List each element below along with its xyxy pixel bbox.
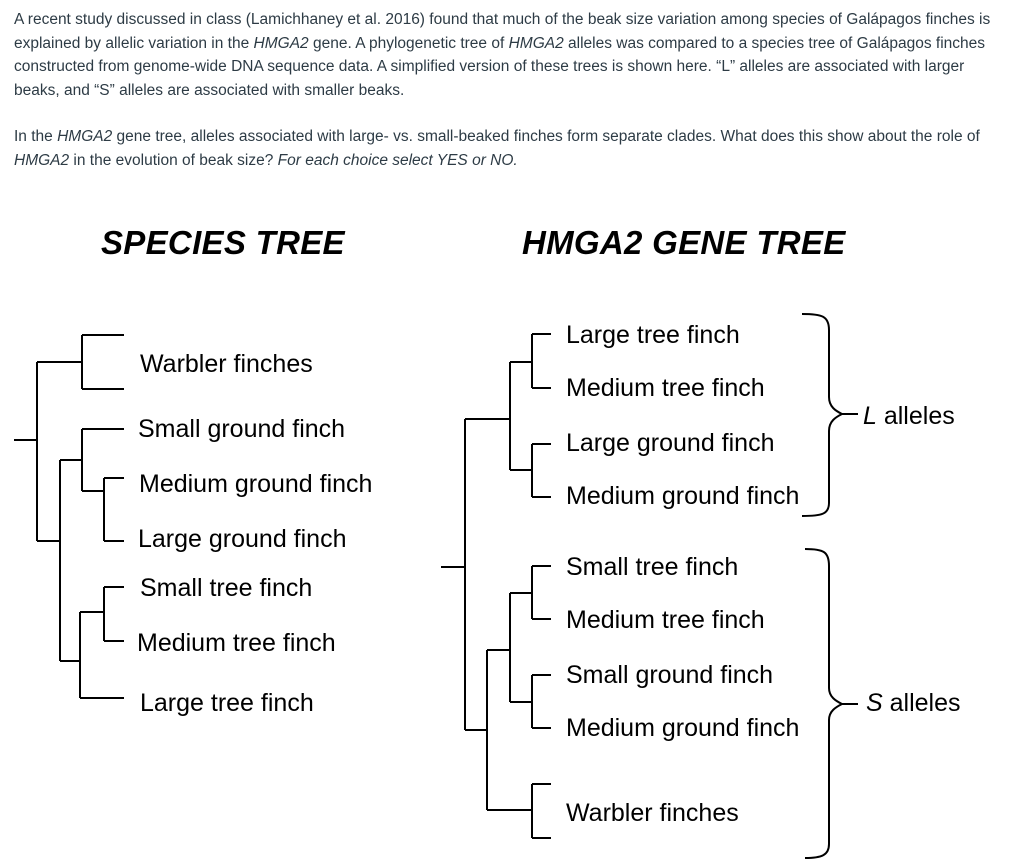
gene-tree-branches	[441, 333, 551, 839]
gene-leaf-medium-tree-finch-s: Medium tree finch	[566, 606, 765, 634]
gene-leaf-large-ground-finch: Large ground finch	[566, 429, 774, 457]
species-leaf-large-ground-finch: Large ground finch	[138, 525, 346, 553]
gene-leaf-large-tree-finch: Large tree finch	[566, 321, 740, 349]
gene-leaf-small-ground-finch: Small ground finch	[566, 661, 773, 689]
species-leaf-medium-ground-finch: Medium ground finch	[139, 470, 372, 498]
gene-leaf-medium-ground-finch-l: Medium ground finch	[566, 482, 799, 510]
species-tree-branches	[14, 334, 124, 699]
s-alleles-bracket	[804, 548, 858, 859]
l-alleles-label: L alleles	[863, 402, 955, 430]
species-leaf-warbler-finches: Warbler finches	[140, 350, 313, 378]
gene-tree-title: HMGA2 GENE TREE	[522, 224, 846, 261]
l-alleles-bracket	[801, 313, 858, 517]
gene-tree: Large tree finch Medium tree finch Large…	[441, 313, 961, 859]
species-leaf-small-ground-finch: Small ground finch	[138, 415, 345, 443]
gene-leaf-small-tree-finch: Small tree finch	[566, 553, 738, 581]
gene-leaf-warbler-finches: Warbler finches	[566, 799, 739, 827]
question-paragraph-1: A recent study discussed in class (Lamic…	[14, 11, 991, 99]
s-alleles-label: S alleles	[866, 689, 961, 717]
species-leaf-medium-tree-finch: Medium tree finch	[137, 629, 336, 657]
species-tree: Warbler finches Small ground finch Mediu…	[14, 334, 372, 717]
species-leaf-large-tree-finch: Large tree finch	[140, 689, 314, 717]
species-tree-title: SPECIES TREE	[101, 224, 345, 261]
question-text: A recent study discussed in class (Lamic…	[14, 8, 1014, 195]
gene-leaf-medium-tree-finch-l: Medium tree finch	[566, 374, 765, 402]
gene-leaf-medium-ground-finch-s: Medium ground finch	[566, 714, 799, 742]
question-paragraph-2: In the HMGA2 gene tree, alleles associat…	[14, 128, 980, 169]
species-leaf-small-tree-finch: Small tree finch	[140, 574, 312, 602]
